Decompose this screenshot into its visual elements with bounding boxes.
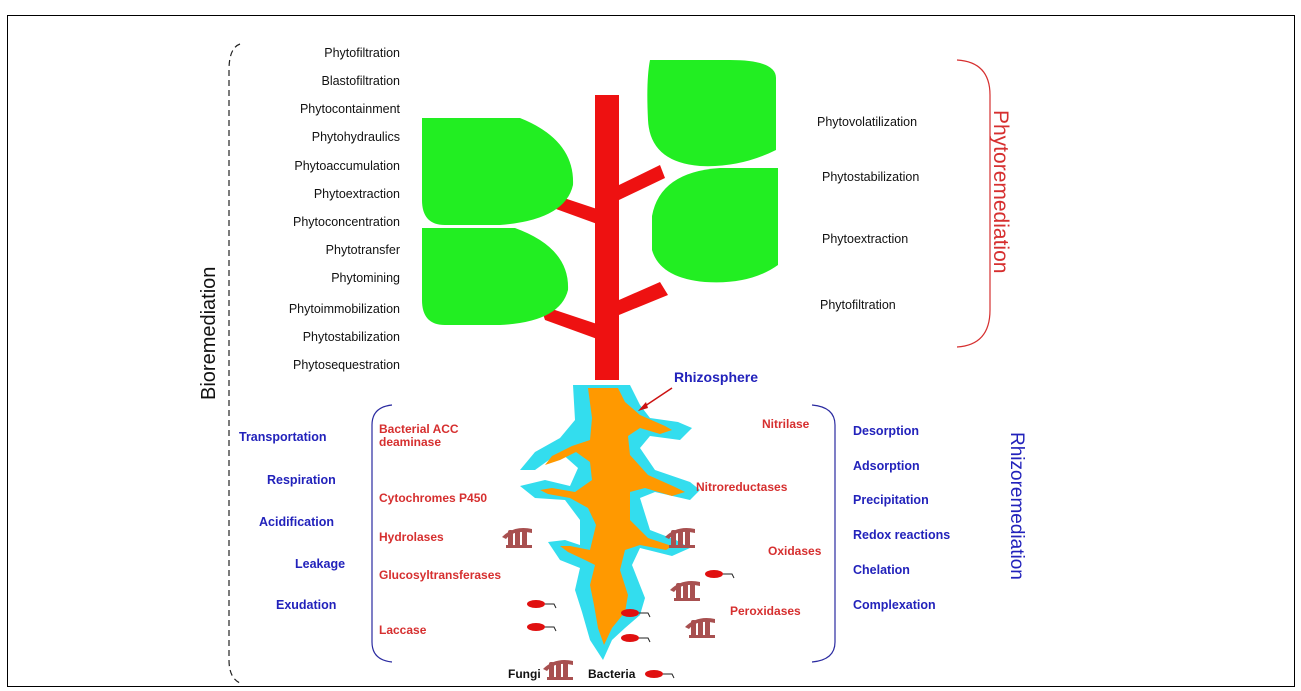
stem <box>540 95 668 380</box>
root-mechanism-right: Precipitation <box>853 494 929 507</box>
root-mechanism-left: Exudation <box>276 599 336 612</box>
leaf-upper-left <box>422 118 573 225</box>
bacteria-icon <box>621 609 650 617</box>
left-process: Phytocontainment <box>210 103 400 116</box>
bacteria-icon-legend <box>645 670 674 678</box>
rhizosphere-label: Rhizosphere <box>674 370 758 384</box>
left-process: Phytoimmobilization <box>210 303 400 316</box>
root-mechanism-left: Leakage <box>295 558 345 571</box>
leaf-lower-left <box>422 228 568 325</box>
fungi-icon <box>685 618 715 638</box>
phytoremediation-label: Phytoremediation <box>988 110 1012 273</box>
bacteria-icon <box>621 634 650 642</box>
root-mechanism-right: Desorption <box>853 425 919 438</box>
bacteria-icon <box>527 600 556 608</box>
root-mechanism-right: Complexation <box>853 599 936 612</box>
right-process: Phytostabilization <box>822 171 919 184</box>
enzyme-left: Bacterial ACC <box>379 423 459 435</box>
root-mechanism-left: Acidification <box>259 516 334 529</box>
left-process: Phytoaccumulation <box>210 160 400 173</box>
enzyme-right: Nitroreductases <box>696 481 787 493</box>
legend-fungi-label: Fungi <box>508 668 541 680</box>
left-process: Phytoconcentration <box>210 216 400 229</box>
left-process: Phytostabilization <box>210 331 400 344</box>
fungi-icon <box>670 581 700 601</box>
enzyme-left: Hydrolases <box>379 531 444 543</box>
leaf-lower-right <box>652 168 778 282</box>
root-mechanism-right: Redox reactions <box>853 529 950 542</box>
fungi-icon-legend <box>543 660 573 680</box>
root-mechanism-right: Adsorption <box>853 460 920 473</box>
enzyme-right: Oxidases <box>768 545 821 557</box>
enzyme-left: Glucosyltransferases <box>379 569 501 581</box>
left-process: Phytosequestration <box>210 359 400 372</box>
right-process: Phytofiltration <box>820 299 896 312</box>
left-process: Phytohydraulics <box>210 131 400 144</box>
root-mechanism-left: Transportation <box>239 431 327 444</box>
enzyme-left: Cytochromes P450 <box>379 492 487 504</box>
enzyme-right: Nitrilase <box>762 418 809 430</box>
rhizoremediation-label: Rhizoremediation <box>1005 432 1027 580</box>
enzyme-left: Laccase <box>379 624 426 636</box>
left-process: Phytotransfer <box>210 244 400 257</box>
enzyme-right: Peroxidases <box>730 605 801 617</box>
right-process: Phytovolatilization <box>817 116 917 129</box>
right-process: Phytoextraction <box>822 233 908 246</box>
root <box>540 388 685 645</box>
left-process: Blastofiltration <box>210 75 400 88</box>
left-process: Phytoextraction <box>210 188 400 201</box>
leaf-upper-right <box>647 60 776 166</box>
root-mechanism-left: Respiration <box>267 474 336 487</box>
fungi-icon <box>665 528 695 548</box>
enzyme-left: deaminase <box>379 436 441 448</box>
legend-bacteria-label: Bacteria <box>588 668 635 680</box>
left-process: Phytofiltration <box>210 47 400 60</box>
fungi-icon <box>502 528 532 548</box>
left-process: Phytomining <box>210 272 400 285</box>
bacteria-icon <box>705 570 734 578</box>
rhizo-bracket-right <box>812 405 835 662</box>
phytoremediation-bracket <box>957 60 990 347</box>
root-mechanism-right: Chelation <box>853 564 910 577</box>
bacteria-icon <box>527 623 556 631</box>
